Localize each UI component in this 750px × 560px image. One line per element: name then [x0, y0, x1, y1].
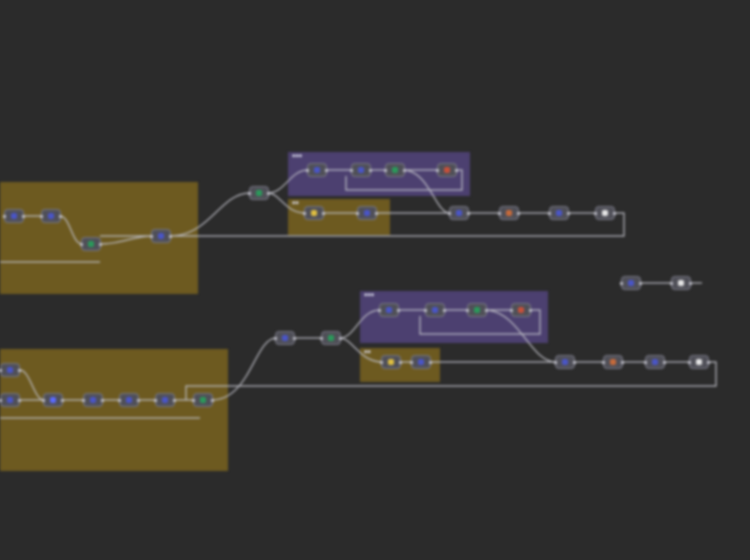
wire [339, 337, 383, 363]
graph-node-switch-b[interactable] [320, 331, 342, 345]
graph-node-copy-b[interactable] [410, 355, 432, 369]
graph-node-merge[interactable] [80, 237, 102, 251]
wire [100, 212, 625, 237]
wire [419, 309, 541, 335]
graph-node-write[interactable] [594, 206, 616, 220]
graph-node-roto-b[interactable] [274, 331, 296, 345]
graph-node-transform[interactable] [40, 209, 62, 223]
wire [339, 309, 381, 339]
backdrop-label: ▪▪▪ [292, 153, 303, 159]
graph-node-shuffle-b[interactable] [380, 355, 402, 369]
graph-node-dot[interactable] [436, 163, 458, 177]
graph-node-premult[interactable] [42, 393, 64, 407]
graph-node-transform-b[interactable] [82, 393, 104, 407]
backdrop-label: ▪▪ [292, 200, 299, 206]
graph-node-colorcorrect-b[interactable] [602, 355, 624, 369]
wire [485, 309, 557, 363]
graph-node-shuffle[interactable] [303, 206, 325, 220]
backdrop-label: ▪▪▪ [364, 292, 375, 298]
wire [169, 192, 251, 237]
wire [19, 369, 45, 401]
wire [267, 192, 306, 214]
graph-node-roto[interactable] [350, 163, 372, 177]
graph-node-copy[interactable] [356, 206, 378, 220]
graph-node-crop[interactable] [548, 206, 570, 220]
graph-node-switch[interactable] [248, 186, 270, 200]
graph-node-grade-b[interactable] [118, 393, 140, 407]
wire [185, 361, 717, 400]
graph-node-roto-c[interactable] [424, 303, 446, 317]
wire [59, 215, 83, 245]
graph-node-colorcorrect[interactable] [498, 206, 520, 220]
wire [345, 169, 463, 191]
graph-node-blur-b[interactable] [154, 393, 176, 407]
wire [99, 235, 153, 245]
graph-node-viewer[interactable] [670, 276, 692, 290]
graph-node-blur-c[interactable] [378, 303, 400, 317]
graph-node-reformat[interactable] [448, 206, 470, 220]
graph-node-merge-b[interactable] [192, 393, 214, 407]
graph-node-blur[interactable] [306, 163, 328, 177]
wire [211, 337, 277, 401]
graph-node-read-a[interactable] [0, 363, 21, 377]
graph-node-dot-b[interactable] [510, 303, 532, 317]
wire [267, 169, 309, 194]
wire [403, 169, 451, 214]
graph-node-keymix[interactable] [384, 163, 406, 177]
graph-node-reformat-b[interactable] [554, 355, 576, 369]
graph-node-crop-b[interactable] [644, 355, 666, 369]
graph-node-read-b[interactable] [0, 393, 21, 407]
backdrop-label: ▪▪ [364, 349, 371, 355]
graph-node-grade[interactable] [150, 229, 172, 243]
graph-node-write-b[interactable] [688, 355, 710, 369]
graph-node-keymix-b[interactable] [466, 303, 488, 317]
backdrop-group-4[interactable] [0, 349, 228, 471]
graph-node-read[interactable] [3, 209, 25, 223]
graph-node-source[interactable] [620, 276, 642, 290]
